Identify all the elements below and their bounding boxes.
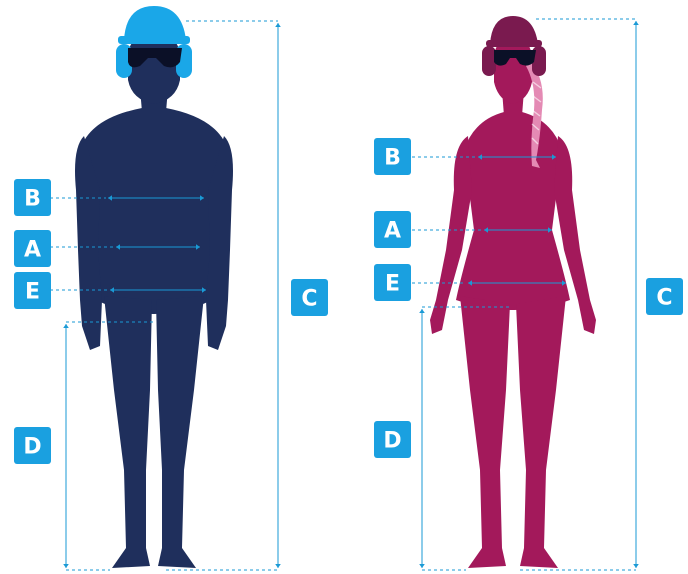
svg-text:A: A <box>384 219 401 244</box>
svg-text:C: C <box>656 286 672 311</box>
arrowhead <box>419 564 425 568</box>
male-label-c: C <box>291 279 328 316</box>
arrowhead <box>419 309 425 313</box>
arrowhead <box>275 23 281 27</box>
arrowhead <box>63 324 69 328</box>
male-figure <box>75 6 233 568</box>
female-label-a: A <box>374 211 411 248</box>
female-safety-helmet-icon <box>486 16 542 47</box>
female-label-b: B <box>374 138 411 175</box>
male-safety-helmet-icon <box>118 6 190 44</box>
male-head <box>128 34 180 104</box>
arrowhead <box>63 564 69 568</box>
female-label-e: E <box>374 264 411 301</box>
svg-text:B: B <box>24 187 41 212</box>
female-head <box>494 38 532 104</box>
male-label-d: D <box>14 427 51 464</box>
female-label-d: D <box>374 421 411 458</box>
arrowhead <box>633 564 639 568</box>
svg-text:D: D <box>383 429 401 454</box>
svg-text:C: C <box>301 287 317 312</box>
svg-text:E: E <box>385 272 400 297</box>
svg-text:E: E <box>25 280 40 305</box>
male-label-a: A <box>14 230 51 267</box>
arrowhead <box>633 21 639 25</box>
svg-text:B: B <box>384 146 401 171</box>
male-label-e: E <box>14 272 51 309</box>
female-figure <box>430 16 596 568</box>
male-label-b: B <box>14 179 51 216</box>
arrowhead <box>275 564 281 568</box>
female-silhouette <box>430 90 596 568</box>
svg-text:A: A <box>24 238 41 263</box>
svg-text:D: D <box>23 435 41 460</box>
female-label-c: C <box>646 278 683 315</box>
male-silhouette <box>75 88 233 568</box>
